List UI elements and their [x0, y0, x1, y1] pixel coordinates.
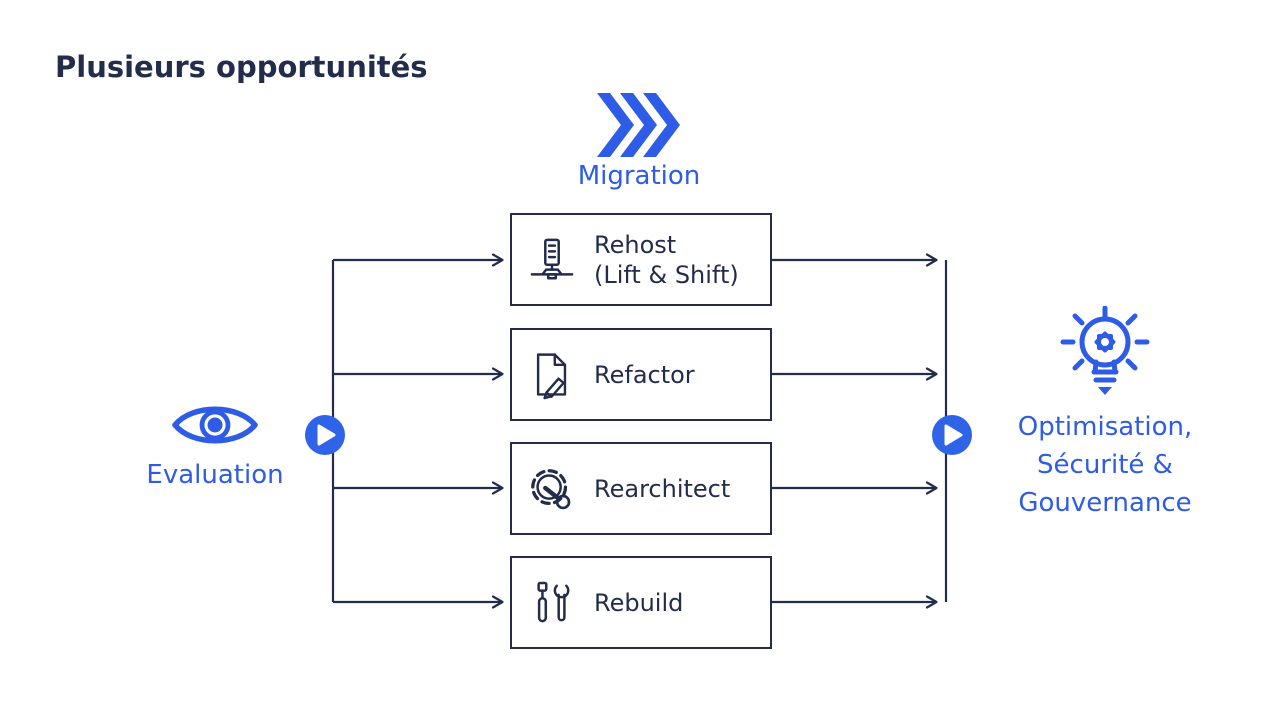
flow-arrows [331, 253, 948, 609]
outcome-label-line: Optimisation, [1017, 412, 1193, 442]
flow-node-start [305, 415, 345, 455]
option-box-label-line: (Lift & Shift) [594, 260, 739, 289]
option-box-refactor: Refactor [510, 328, 772, 421]
play-icon [317, 424, 336, 446]
option-box-rearchitect: Rearchitect [510, 442, 772, 535]
outcome-group: Optimisation, Sécurité & Gouvernance [1000, 306, 1210, 522]
evaluation-group: Evaluation [143, 396, 287, 490]
option-box-label: Rehost (Lift & Shift) [594, 230, 739, 290]
option-box-label-line: Rebuild [594, 588, 684, 617]
option-box-label-line: Rehost [594, 230, 677, 259]
evaluation-label: Evaluation [146, 460, 284, 490]
outcome-label: Optimisation, Sécurité & Gouvernance [1000, 408, 1210, 522]
migration-header: Migration [539, 93, 739, 191]
tools-icon [526, 580, 578, 626]
triple-chevron-right-icon [597, 93, 680, 157]
outcome-label-line: Sécurité & [1037, 450, 1173, 480]
flow-node-end [932, 415, 972, 455]
migration-label: Migration [577, 161, 701, 191]
option-box-label: Rebuild [594, 588, 683, 618]
eye-icon [172, 406, 258, 444]
gear-wrench-icon [526, 464, 578, 514]
option-box-label: Refactor [594, 360, 695, 390]
option-box-label-line: Rearchitect [594, 474, 731, 503]
play-icon [944, 424, 963, 446]
option-box-rebuild: Rebuild [510, 556, 772, 649]
option-box-rehost: Rehost (Lift & Shift) [510, 213, 772, 306]
option-box-label: Rearchitect [594, 474, 730, 504]
page-title: Plusieurs opportunités [55, 50, 428, 84]
outcome-label-line: Gouvernance [1018, 488, 1192, 518]
document-edit-icon [526, 350, 578, 400]
option-box-label-line: Refactor [594, 360, 695, 389]
lightbulb-gear-icon [1060, 306, 1150, 395]
server-icon [526, 237, 578, 283]
